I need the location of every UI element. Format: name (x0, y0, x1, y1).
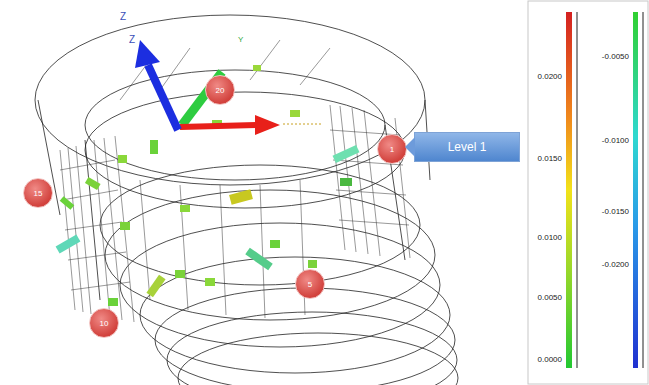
axis-label: Y (238, 35, 243, 44)
callout-circle: 20 (205, 75, 235, 105)
colorbar-panel (528, 1, 648, 384)
level-callout-box: Level 1 (414, 132, 520, 162)
scale-tick: 0.0100 (538, 233, 562, 242)
callout-circle: 10 (89, 308, 119, 338)
scale-tick: 0.0150 (538, 154, 562, 163)
scale-tick: 0.0000 (538, 355, 562, 364)
callout-number: 5 (308, 280, 312, 289)
callout-circle: 15 (23, 178, 53, 208)
scale-tick: -0.0050 (602, 52, 629, 61)
callout-circle: 1 (377, 134, 407, 164)
callout-number: 1 (390, 145, 394, 154)
scale-tick: -0.0200 (602, 260, 629, 269)
callout-number: 10 (100, 319, 109, 328)
scale-tick: 0.0050 (538, 293, 562, 302)
axis-label: Z (129, 34, 135, 45)
callout-circle: 5 (295, 269, 325, 299)
callout-number: 20 (216, 86, 225, 95)
scale-tick: -0.0100 (602, 136, 629, 145)
pointer-tip (405, 132, 415, 162)
scale-tick: 0.0200 (538, 72, 562, 81)
scale-tick: -0.0150 (602, 207, 629, 216)
callout-number: 15 (34, 189, 43, 198)
axis-label: Z (120, 11, 126, 22)
level-label: Level 1 (448, 140, 487, 154)
